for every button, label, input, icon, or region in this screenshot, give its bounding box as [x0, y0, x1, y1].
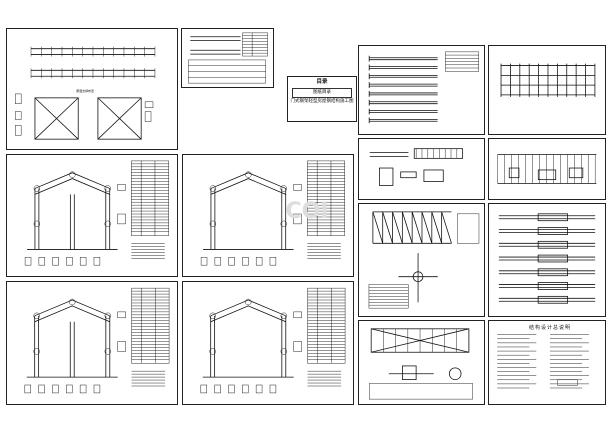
- purlin-elevations-drawing: [498, 213, 596, 304]
- brace-details-drawing: [368, 211, 480, 309]
- sheet-portal-frame-4: [182, 281, 354, 405]
- sheet-design-notes: [488, 320, 606, 405]
- sheet-portal-frame-3: [6, 281, 178, 405]
- column-grid-drawing: [500, 63, 596, 97]
- portal-frame-drawing: [24, 160, 169, 266]
- cover-subtitle: 图纸目录: [292, 87, 352, 98]
- cover-title-block: 目录 图纸目录 门式钢架轻型房屋钢结构施工图: [287, 76, 357, 122]
- sheet-member-table: [181, 28, 274, 88]
- detail-marks-left: [15, 93, 22, 136]
- design-notes-title: 结构设计总说明: [528, 325, 571, 331]
- purlin-layout-drawing: [368, 51, 479, 124]
- sheet-brace-details: [358, 203, 485, 317]
- sheet-column-grid: [488, 45, 606, 135]
- plan-caption: 屋面支撑布置: [76, 88, 94, 93]
- cover-title: 目录: [316, 79, 328, 85]
- portal-frame-drawing: [200, 160, 345, 266]
- sheet-wall-girt: [358, 138, 485, 200]
- sheet-portal-frame-1: [6, 154, 178, 277]
- member-table-drawing: [188, 32, 268, 84]
- x-bracing-left: [34, 97, 79, 140]
- sheet-gable-elevation: [488, 138, 606, 200]
- sheet-roof-bracing-plan: 屋面支撑布置: [6, 28, 178, 150]
- detail-marks-right: [144, 101, 154, 122]
- gable-elevation-drawing: [497, 154, 597, 184]
- cover-line-1: 门式钢架轻型房屋钢结构施工图: [290, 98, 354, 104]
- sheet-roof-framing: [358, 320, 485, 405]
- roof-framing-drawing: [369, 328, 473, 400]
- roof-bracing-drawing: 屋面支撑布置: [15, 46, 156, 140]
- x-bracing-right: [97, 97, 142, 140]
- sheet-purlin-elevations: [488, 203, 606, 317]
- sheet-portal-frame-2: [182, 154, 354, 277]
- sheet-purlin-layout: [358, 45, 485, 135]
- design-notes-drawing: [497, 334, 589, 389]
- wall-girt-drawing: [369, 148, 464, 186]
- portal-frame-drawing: [200, 287, 346, 394]
- portal-frame-drawing: [24, 287, 170, 394]
